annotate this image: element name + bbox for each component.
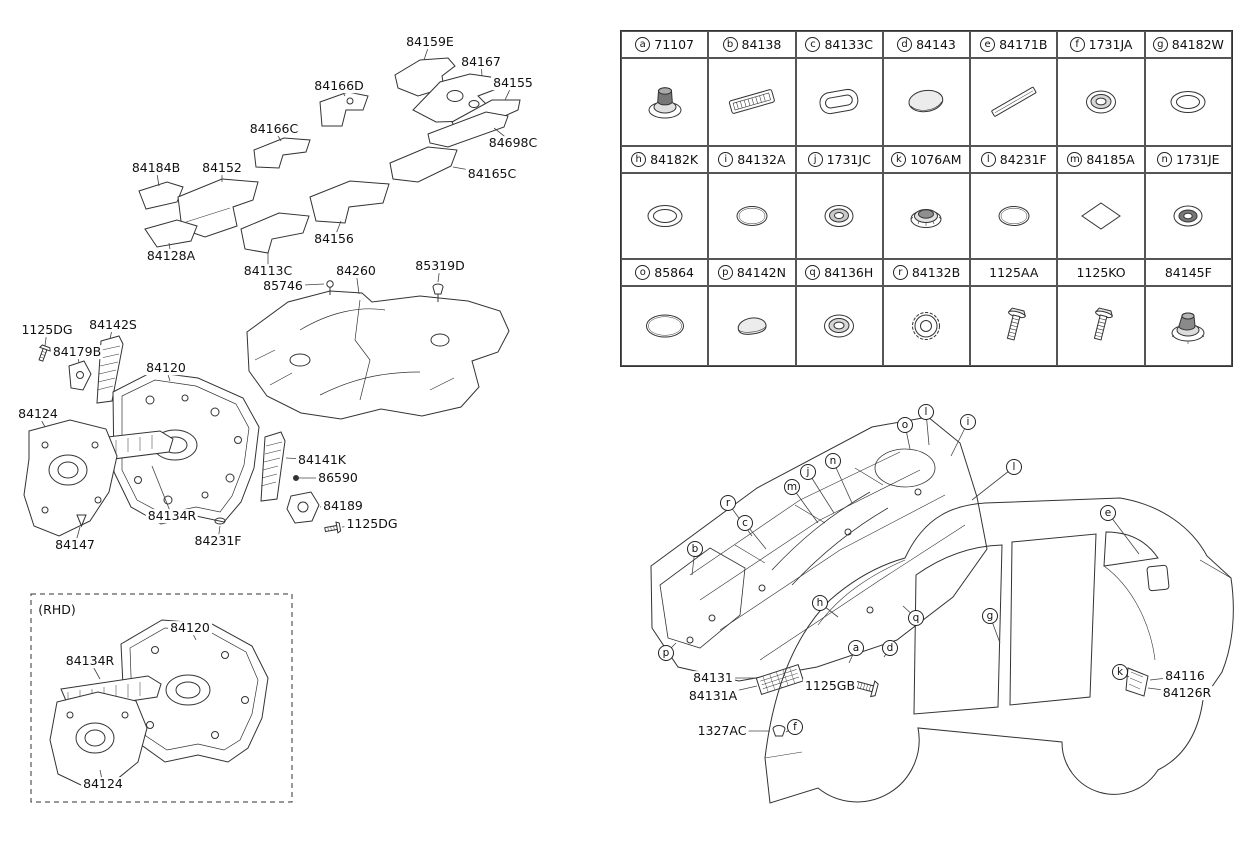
callout-letter: j xyxy=(807,152,823,167)
part-number: 1731JE xyxy=(1176,152,1220,167)
bolt-1125dg-icon xyxy=(38,344,51,362)
pad-84131-icon xyxy=(755,664,805,696)
oval-large-icon xyxy=(621,286,709,366)
part-cell-1125KO: 1125KO xyxy=(1057,259,1145,286)
rounded-rect-ring-icon xyxy=(795,58,883,146)
bolt-1125gb-icon xyxy=(853,680,879,698)
part-number: 1731JA xyxy=(1088,37,1133,52)
oval-cap-icon xyxy=(882,58,971,146)
part-number: 84142N xyxy=(736,265,786,280)
callout-letter: q xyxy=(805,265,821,280)
callout-letter: d xyxy=(897,37,913,52)
callout-letter: i xyxy=(718,152,734,167)
part-number: 84138 xyxy=(741,37,782,52)
part-number: 84132A xyxy=(737,152,786,167)
diamond-pad-icon xyxy=(1057,173,1145,259)
callout-letter: r xyxy=(892,265,908,280)
grommet-plug-3d-icon xyxy=(621,58,709,146)
part-number: 84171B xyxy=(999,37,1048,52)
flanged-grommet-icon xyxy=(1144,286,1232,366)
part-number: 84133C xyxy=(824,37,873,52)
callout-letter: f xyxy=(1069,37,1085,52)
floor-carpet-art xyxy=(246,280,510,420)
callout-letter: o xyxy=(635,265,651,280)
callout-letter: m xyxy=(1067,152,1083,167)
dome-cap-icon xyxy=(708,286,796,366)
callout-letter: l xyxy=(980,152,996,167)
floor-pan-art xyxy=(650,416,988,737)
screw-85746-icon xyxy=(326,280,334,295)
scalloped-ring-icon xyxy=(882,286,971,366)
part-number: 85864 xyxy=(654,265,695,280)
car-body-art xyxy=(764,497,1234,804)
strip-pad-icon xyxy=(970,58,1058,146)
round-grommet-icon xyxy=(795,286,883,366)
oval-plain-icon xyxy=(708,173,796,259)
part-cell-1125AA: 1125AA xyxy=(970,259,1058,286)
part-number: 84185A xyxy=(1086,152,1135,167)
plug-1327ac-icon xyxy=(772,725,786,737)
part-number: 84182W xyxy=(1171,37,1224,52)
clip-85319d-icon xyxy=(432,283,444,302)
part-number: 84231F xyxy=(999,152,1047,167)
part-cell-84145F: 84145F xyxy=(1144,259,1232,286)
callout-letter: e xyxy=(980,37,996,52)
round-grommet-icon xyxy=(1057,58,1145,146)
round-grommet-top-icon xyxy=(795,173,883,259)
bolt-1125dg-icon xyxy=(324,521,342,534)
bolt-icon xyxy=(970,286,1058,366)
callout-letter: b xyxy=(722,37,738,52)
callout-letter: h xyxy=(631,152,647,167)
part-number: 84143 xyxy=(916,37,956,52)
part-number: 1125KO xyxy=(1076,265,1126,280)
ribbed-plate-icon xyxy=(708,58,796,146)
oval-ring-dark-icon xyxy=(1144,173,1232,259)
ribbed-grommet-icon xyxy=(882,173,971,259)
part-number: 71107 xyxy=(654,37,695,52)
trim-84116-icon xyxy=(1125,667,1149,697)
rhd-section-art xyxy=(30,593,293,803)
part-number: 1125AA xyxy=(989,265,1039,280)
part-number: 1731JC xyxy=(826,152,871,167)
part-number: 1076AM xyxy=(910,152,962,167)
oval-ring-icon xyxy=(1144,58,1232,146)
oval-plain-icon xyxy=(970,173,1058,259)
part-number: 84145F xyxy=(1164,265,1212,280)
callout-letter: g xyxy=(1152,37,1168,52)
oval-ring-icon xyxy=(621,173,709,259)
dash-panel-lhd-art xyxy=(23,335,342,537)
bolt-icon xyxy=(1057,286,1145,366)
part-number: 84132B xyxy=(911,265,961,280)
part-number: 84182K xyxy=(650,152,699,167)
callout-letter: n xyxy=(1157,152,1173,167)
callout-letter: c xyxy=(805,37,821,52)
callout-letter: p xyxy=(717,265,733,280)
isolation-pads-art xyxy=(138,57,521,254)
part-number: 84136H xyxy=(824,265,874,280)
callout-letter: a xyxy=(635,37,651,52)
callout-letter: k xyxy=(891,152,907,167)
